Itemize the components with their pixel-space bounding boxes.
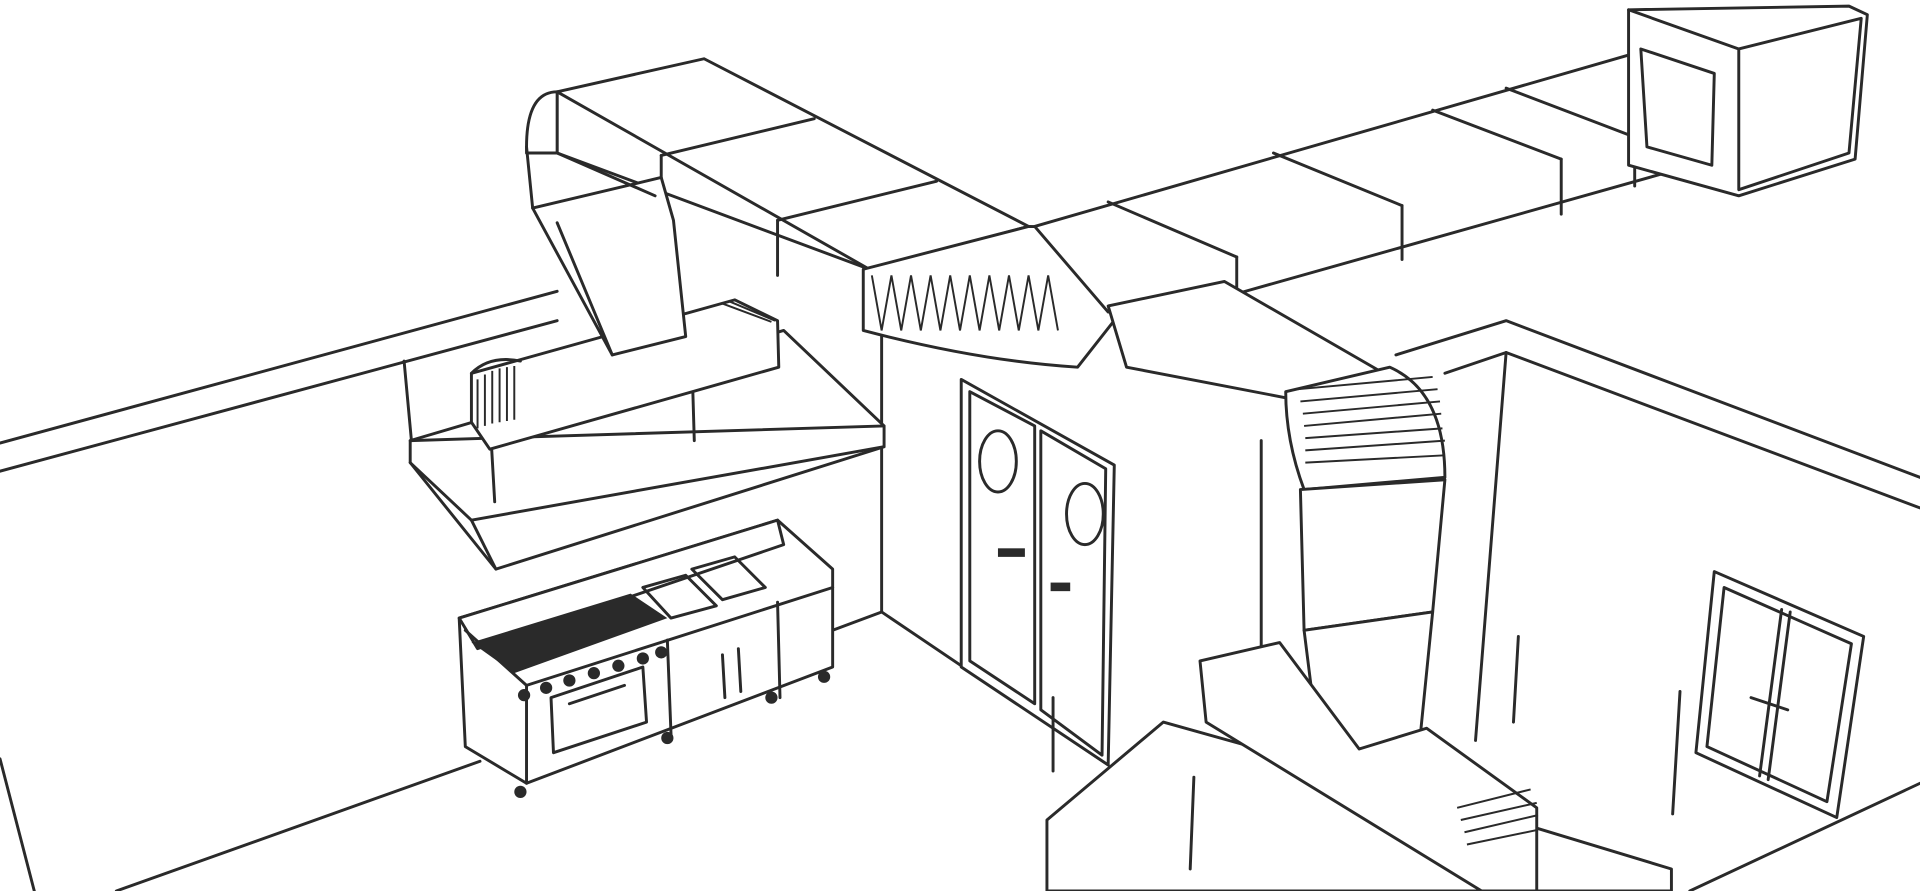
duct-ribs — [870, 275, 1059, 331]
vertical-duct — [1106, 280, 1447, 751]
duct-ribs — [1297, 375, 1445, 464]
double-door — [959, 377, 1116, 773]
cooking-range — [457, 518, 835, 798]
window — [1694, 570, 1866, 820]
duct-ribs — [476, 365, 516, 429]
supply-duct-left — [525, 57, 1031, 357]
right-wall — [1394, 319, 1920, 891]
right-exhaust-hood — [1045, 641, 1673, 891]
supply-duct-right — [1033, 4, 1869, 314]
left-exhaust-hood — [402, 298, 886, 571]
left-wall — [0, 289, 884, 891]
